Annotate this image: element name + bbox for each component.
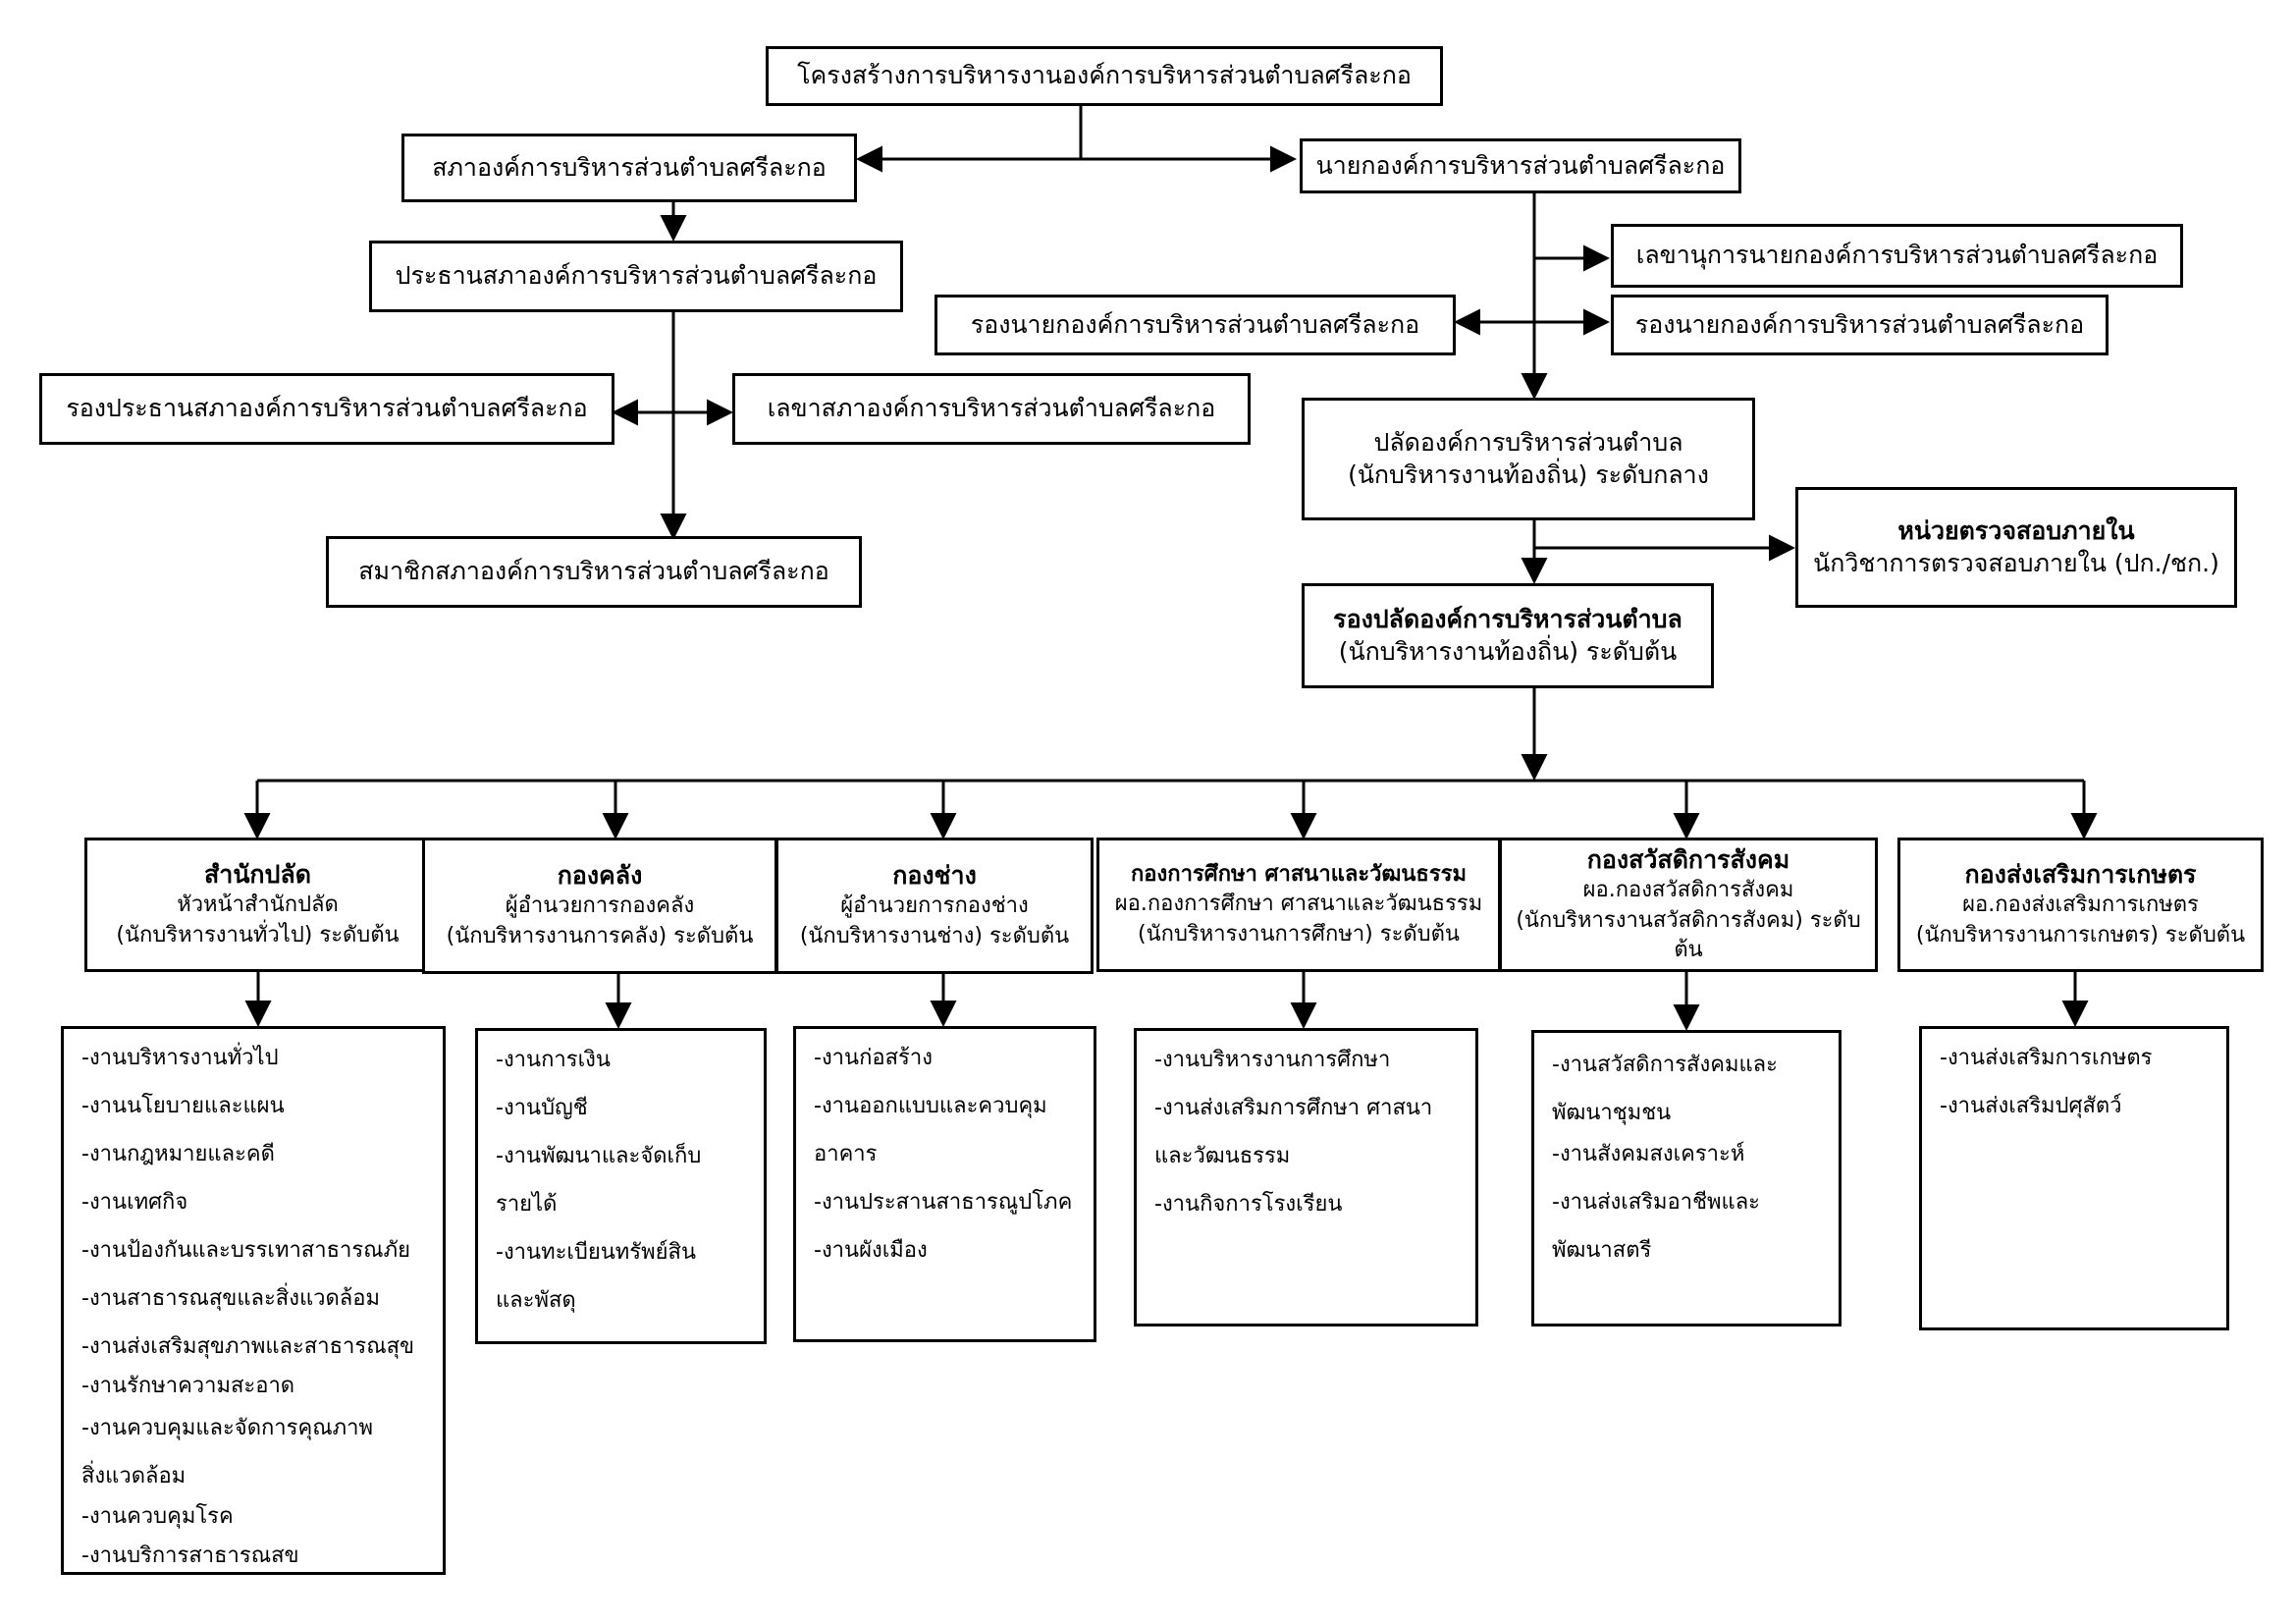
deputy-mayor-right-box: รองนายกองค์การบริหารส่วนตำบลศรีละกอ [1611, 295, 2109, 355]
task-item: -งานส่งเสริมการเกษตร [1940, 1046, 2153, 1070]
task-item: และวัฒนธรรม [1154, 1144, 1291, 1168]
task-item: -งานส่งเสริมปศุสัตว์ [1940, 1094, 2122, 1118]
council-vice-chair-label: รองประธานสภาองค์การบริหารส่วนตำบลศรีละกอ [66, 394, 588, 423]
clerk-box: ปลัดองค์การบริหารส่วนตำบล (นักบริหารงานท… [1302, 398, 1755, 520]
division-position: (นักบริหารงานสวัสดิการสังคม) ระดับต้น [1516, 907, 1861, 962]
task-item: -งานส่งเสริมการศึกษา ศาสนา [1154, 1096, 1433, 1120]
division-box: กองช่าง ผู้อำนวยการกองช่าง (นักบริหารงาน… [775, 838, 1094, 974]
task-item: -งานผังเมือง [814, 1238, 928, 1263]
task-item: พัฒนาชุมชน [1552, 1101, 1672, 1125]
division-head: หัวหน้าสำนักปลัด [177, 893, 339, 918]
chart-title: โครงสร้างการบริหารงานองค์การบริหารส่วนตำ… [797, 61, 1412, 90]
division-position: (นักบริหารงานช่าง) ระดับต้น [799, 923, 1070, 948]
council-members-box: สมาชิกสภาองค์การบริหารส่วนตำบลศรีละกอ [326, 536, 862, 608]
division-box: กองสวัสดิการสังคม ผอ.กองสวัสดิการสังคม (… [1499, 838, 1878, 972]
task-item: -งานส่งเสริมสุขภาพและสาธารณสุข [81, 1334, 415, 1359]
task-list: -งานก่อสร้าง -งานออกแบบและควบคุม อาคาร -… [793, 1026, 1096, 1342]
task-item: -งานพัฒนาและจัดเก็บ [496, 1144, 702, 1168]
deputy-clerk-title: รองปลัดองค์การบริหารส่วนตำบล [1333, 605, 1682, 633]
council-chair-box: ประธานสภาองค์การบริหารส่วนตำบลศรีละกอ [369, 241, 903, 312]
division-name: กองส่งเสริมการเกษตร [1964, 859, 2197, 889]
division-box: กองการศึกษา ศาสนาและวัฒนธรรม ผอ.กองการศึ… [1096, 838, 1501, 972]
task-item: -งานบริการสาธารณสข [81, 1543, 299, 1568]
task-item: -งานบริหารงานทั่วไป [81, 1046, 279, 1070]
task-item: -งานก่อสร้าง [814, 1046, 933, 1070]
mayor-secretary-label: เลขานุการนายกองค์การบริหารส่วนตำบลศรีละก… [1635, 241, 2159, 270]
division-box: กองส่งเสริมการเกษตร ผอ.กองส่งเสริมการเกษ… [1897, 838, 2264, 972]
task-item: -งานสังคมสงเคราะห์ [1552, 1142, 1745, 1166]
council-secretary-label: เลขาสภาองค์การบริหารส่วนตำบลศรีละกอ [767, 394, 1216, 423]
task-list: -งานบริหารงานทั่วไป -งานนโยบายและแผน -งา… [61, 1026, 446, 1575]
task-item: -งานบริหารงานการศึกษา [1154, 1048, 1391, 1072]
chart-title-box: โครงสร้างการบริหารงานองค์การบริหารส่วนตำ… [766, 46, 1443, 106]
task-item: พัฒนาสตรี [1552, 1238, 1652, 1263]
division-position: (นักบริหารงานการคลัง) ระดับต้น [446, 923, 754, 948]
division-box: กองคลัง ผู้อำนวยการกองคลัง (นักบริหารงาน… [422, 838, 777, 974]
division-head: ผอ.กองส่งเสริมการเกษตร [1962, 893, 2199, 918]
task-item: -งานส่งเสริมอาชีพและ [1552, 1190, 1760, 1215]
division-name: กองช่าง [892, 860, 977, 890]
task-item: -งานกฎหมายและคดี [81, 1142, 275, 1166]
task-item: อาคาร [814, 1142, 878, 1166]
mayor-box: นายกองค์การบริหารส่วนตำบลศรีละกอ [1300, 138, 1741, 193]
division-head: ผู้อำนวยการกองช่าง [840, 893, 1029, 919]
deputy-clerk-subtitle: (นักบริหารงานท้องถิ่น) ระดับต้น [1338, 636, 1678, 666]
task-item: -งานการเงิน [496, 1048, 611, 1072]
clerk-title: ปลัดองค์การบริหารส่วนตำบล [1373, 428, 1683, 457]
audit-box: หน่วยตรวจสอบภายใน นักวิชาการตรวจสอบภายใน… [1795, 487, 2237, 608]
task-list: -งานส่งเสริมการเกษตร -งานส่งเสริมปศุสัตว… [1919, 1026, 2229, 1330]
division-position: (นักบริหารงานการเกษตร) ระดับต้น [1915, 922, 2246, 947]
division-name: กองสวัสดิการสังคม [1586, 844, 1790, 874]
audit-subtitle: นักวิชาการตรวจสอบภายใน (ปก./ชก.) [1813, 548, 2219, 577]
task-item: -งานทะเบียนทรัพย์สิน [496, 1240, 696, 1265]
task-item: -งานป้องกันและบรรเทาสาธารณภัย [81, 1238, 410, 1263]
audit-title: หน่วยตรวจสอบภายใน [1897, 516, 2135, 545]
task-list: -งานบริหารงานการศึกษา -งานส่งเสริมการศึก… [1134, 1028, 1478, 1326]
division-name: สำนักปลัด [204, 859, 311, 889]
task-item: -งานรักษาความสะอาด [81, 1374, 295, 1398]
council-box: สภาองค์การบริหารส่วนตำบลศรีละกอ [401, 134, 857, 202]
task-list: -งานสวัสดิการสังคมและ พัฒนาชุมชน -งานสัง… [1531, 1030, 1842, 1326]
task-item: -งานสาธารณสุขและสิ่งแวดล้อม [81, 1286, 380, 1311]
deputy-mayor-left-box: รองนายกองค์การบริหารส่วนตำบลศรีละกอ [934, 295, 1456, 355]
council-label: สภาองค์การบริหารส่วนตำบลศรีละกอ [432, 152, 827, 182]
task-item: -งานเทศกิจ [81, 1190, 188, 1215]
task-item: -งานนโยบายและแผน [81, 1094, 285, 1118]
division-name: กองคลัง [557, 860, 643, 890]
division-head: ผอ.กองการศึกษา ศาสนาและวัฒนธรรม [1114, 892, 1483, 917]
division-head: ผู้อำนวยการกองคลัง [505, 893, 695, 919]
division-position: (นักบริหารงานทั่วไป) ระดับต้น [116, 922, 400, 947]
mayor-label: นายกองค์การบริหารส่วนตำบลศรีละกอ [1315, 150, 1726, 180]
task-item: -งานบัญชี [496, 1096, 588, 1120]
task-item: -งานออกแบบและควบคุม [814, 1094, 1047, 1118]
task-item: -งานควบคุมโรค [81, 1504, 234, 1529]
council-chair-label: ประธานสภาองค์การบริหารส่วนตำบลศรีละกอ [395, 261, 878, 291]
task-item: -งานสวัสดิการสังคมและ [1552, 1053, 1778, 1077]
task-item: -งานประสานสาธารณูปโภค [814, 1190, 1073, 1215]
council-secretary-box: เลขาสภาองค์การบริหารส่วนตำบลศรีละกอ [732, 373, 1251, 445]
mayor-secretary-box: เลขานุการนายกองค์การบริหารส่วนตำบลศรีละก… [1611, 224, 2183, 288]
council-vice-chair-box: รองประธานสภาองค์การบริหารส่วนตำบลศรีละกอ [39, 373, 614, 445]
division-position: (นักบริหารงานการศึกษา) ระดับต้น [1138, 921, 1460, 947]
division-head: ผอ.กองสวัสดิการสังคม [1582, 878, 1794, 903]
task-item: -งานกิจการโรงเรียน [1154, 1192, 1343, 1217]
clerk-subtitle: (นักบริหารงานท้องถิ่น) ระดับกลาง [1348, 460, 1709, 489]
task-list: -งานการเงิน -งานบัญชี -งานพัฒนาและจัดเก็… [475, 1028, 767, 1344]
deputy-clerk-box: รองปลัดองค์การบริหารส่วนตำบล (นักบริหารง… [1302, 583, 1714, 688]
task-item: -งานควบคุมและจัดการคุณภาพ [81, 1416, 373, 1440]
task-item: รายได้ [496, 1192, 558, 1217]
council-members-label: สมาชิกสภาองค์การบริหารส่วนตำบลศรีละกอ [358, 557, 829, 586]
division-box: สำนักปลัด หัวหน้าสำนักปลัด (นักบริหารงาน… [84, 838, 431, 972]
task-item: และพัสดุ [496, 1288, 576, 1313]
division-name: กองการศึกษา ศาสนาและวัฒนธรรม [1130, 861, 1467, 887]
task-item: สิ่งแวดล้อม [81, 1464, 187, 1489]
deputy-mayor-right-label: รองนายกองค์การบริหารส่วนตำบลศรีละกอ [1634, 309, 2085, 339]
deputy-mayor-left-label: รองนายกองค์การบริหารส่วนตำบลศรีละกอ [970, 309, 1420, 339]
